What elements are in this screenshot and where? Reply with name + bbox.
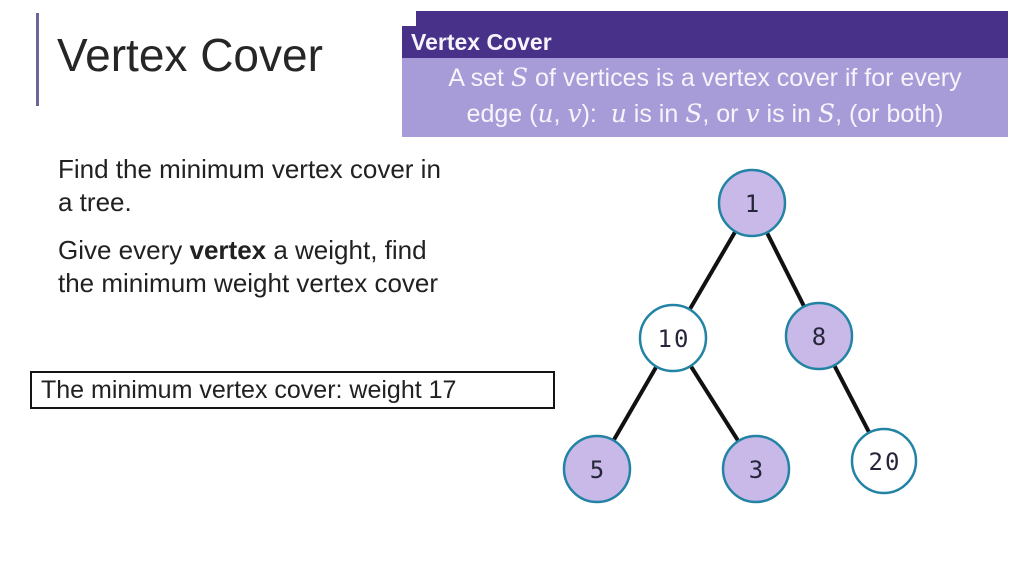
text-run: edge ( — [466, 100, 538, 128]
bold-text: vertex — [189, 235, 267, 265]
text-run: is in — [759, 100, 818, 128]
definition-box-accent-strip — [416, 11, 1008, 26]
min-cover-answer-box: The minimum vertex cover: weight 17 — [30, 371, 555, 409]
tree-node-10: 10 — [638, 303, 708, 373]
math-symbol: S — [685, 99, 703, 128]
tree-node-label: 1 — [745, 190, 761, 218]
math-symbol: S — [510, 63, 529, 92]
text-run: , — [553, 100, 568, 128]
math-symbol: v — [567, 99, 582, 128]
tree-node-3: 3 — [721, 434, 791, 504]
text-run: a weight, find — [266, 235, 427, 265]
definition-box-title: Vertex Cover — [402, 26, 1008, 58]
tree-node-label: 10 — [658, 325, 691, 353]
text-run: , (or both) — [835, 100, 944, 128]
tree-node-label: 3 — [749, 456, 765, 484]
text-run: A set — [448, 64, 511, 92]
text-run: ): — [581, 100, 611, 128]
text-run: the minimum weight vertex cover — [58, 268, 439, 298]
tree-node-circle — [562, 434, 632, 504]
tree-node-label: 20 — [869, 448, 902, 476]
definition-line-1: A set S of vertices is a vertex cover if… — [406, 60, 1004, 96]
tree-node-5: 5 — [562, 434, 632, 504]
text-run: is in — [626, 100, 686, 128]
text-run: Give every — [58, 235, 190, 265]
tree-node-circle — [717, 168, 787, 238]
math-symbol: u — [537, 99, 554, 128]
title-accent-bar — [36, 13, 39, 106]
text-run: a tree. — [58, 187, 132, 217]
math-symbol: S — [817, 99, 836, 128]
tree-node-20: 20 — [850, 427, 918, 495]
tree-node-8: 8 — [784, 301, 854, 371]
text-run: , or — [702, 100, 746, 128]
text-run: of vertices is a vertex cover if for eve… — [528, 64, 962, 92]
text-run: Find the minimum vertex cover in — [58, 154, 441, 184]
tree-node-circle — [850, 427, 918, 495]
tree-node-1: 1 — [717, 168, 787, 238]
tree-node-label: 8 — [812, 323, 828, 351]
definition-box-body: A set S of vertices is a vertex cover if… — [402, 58, 1008, 137]
tree-node-circle — [721, 434, 791, 504]
tree-node-label: 5 — [590, 456, 606, 484]
math-symbol: v — [745, 99, 760, 128]
tree-node-circle — [638, 303, 708, 373]
page-title: Vertex Cover — [57, 29, 323, 81]
tree-node-circle — [784, 301, 854, 371]
definition-box: Vertex Cover A set S of vertices is a ve… — [402, 11, 1008, 137]
math-symbol: u — [610, 99, 627, 128]
definition-line-2: edge (u, v): u is in S, or v is in S, (o… — [406, 96, 1004, 132]
